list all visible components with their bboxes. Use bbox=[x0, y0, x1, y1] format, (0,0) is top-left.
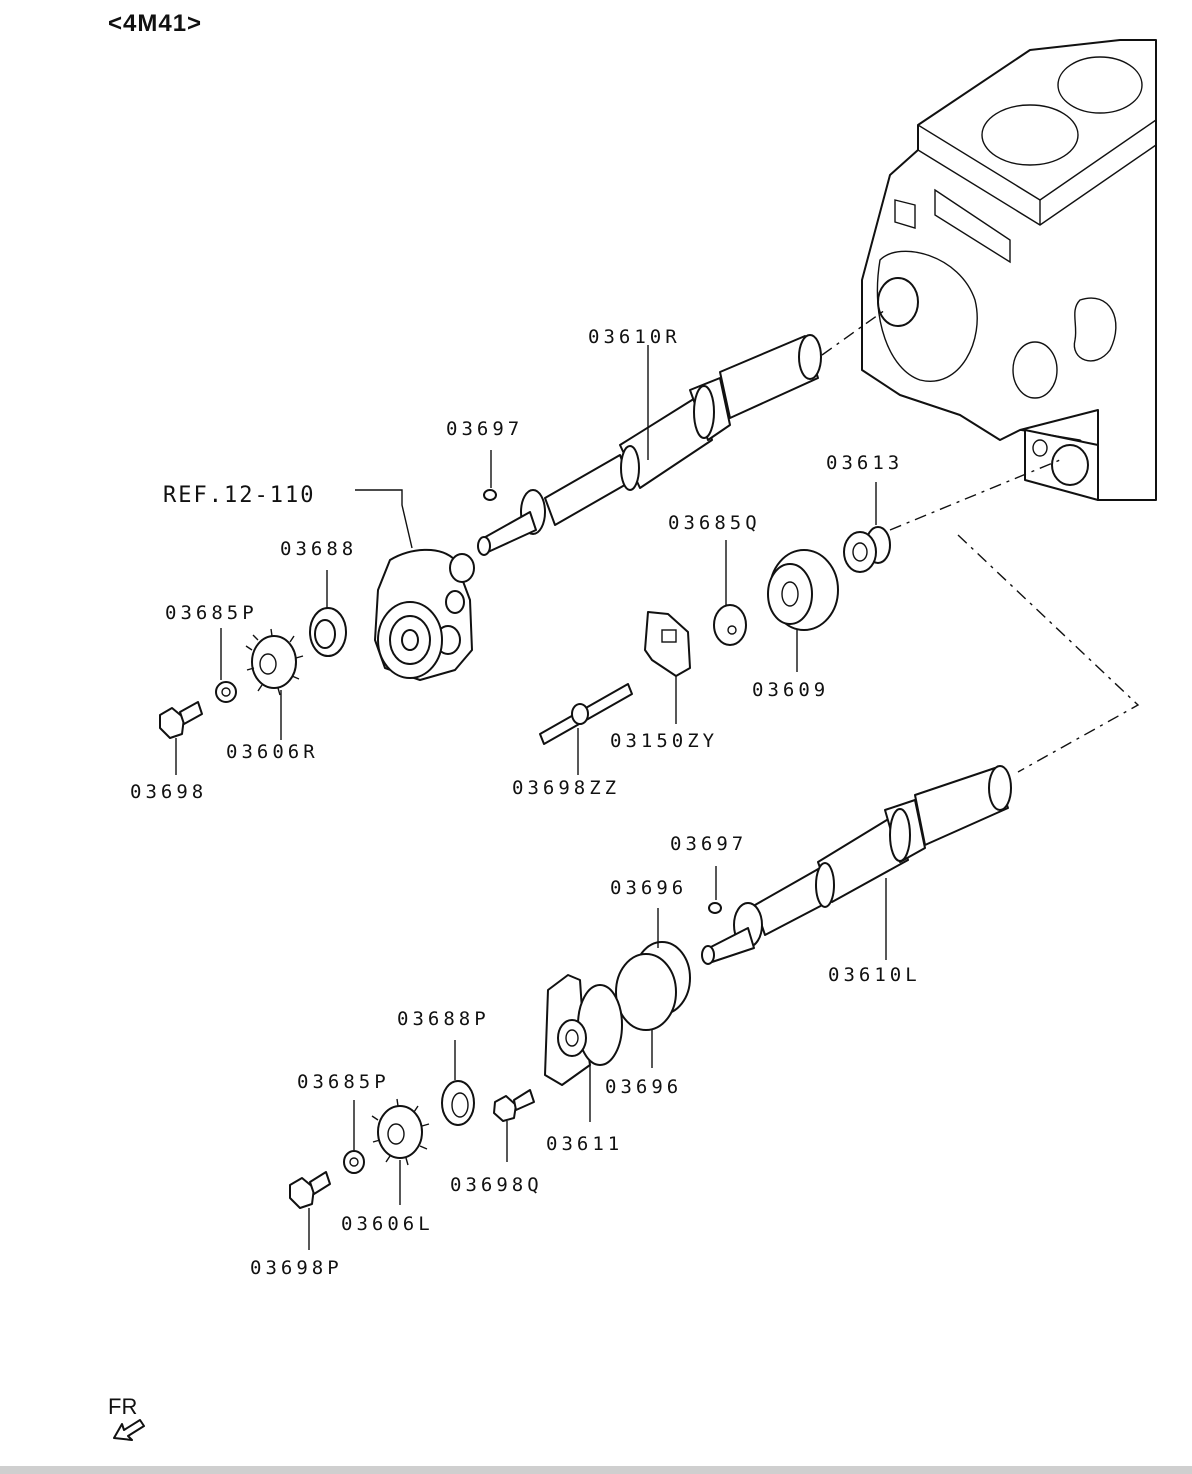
centerline-lower-shaft bbox=[957, 534, 1140, 773]
bolt-03698P bbox=[289, 1171, 331, 1250]
label-03696-top: 03696 bbox=[610, 877, 687, 899]
oil-pump-assembly bbox=[355, 489, 475, 681]
label-03613: 03613 bbox=[826, 452, 903, 474]
oil-seal-03688P bbox=[441, 1040, 475, 1126]
label-03606R: 03606R bbox=[226, 741, 319, 763]
balance-shaft-left bbox=[701, 765, 1012, 965]
plate-03150ZY bbox=[644, 611, 691, 724]
label-03697-bottom: 03697 bbox=[670, 833, 747, 855]
label-03698Q: 03698Q bbox=[450, 1174, 543, 1196]
stud-03698ZZ bbox=[539, 683, 633, 775]
bolt-03698 bbox=[159, 701, 203, 775]
label-03696-bottom: 03696 bbox=[605, 1076, 682, 1098]
o-rings-03696 bbox=[615, 908, 691, 1068]
centerline-idler bbox=[889, 459, 1061, 531]
label-03685P-top: 03685P bbox=[165, 602, 258, 624]
label-03606L: 03606L bbox=[341, 1213, 434, 1235]
oil-seal-03688 bbox=[309, 570, 347, 657]
bearing-housing-03611 bbox=[544, 974, 623, 1122]
label-03688P: 03688P bbox=[397, 1008, 490, 1030]
diagram-title: <4M41> bbox=[108, 10, 203, 37]
bottom-scroll-edge bbox=[0, 1466, 1192, 1474]
label-03610R: 03610R bbox=[588, 326, 681, 348]
balance-shaft-right bbox=[477, 334, 822, 556]
label-03685Q: 03685Q bbox=[668, 512, 761, 534]
orientation-label: FR bbox=[108, 1394, 137, 1419]
gear-03606L bbox=[371, 1098, 430, 1205]
label-03688: 03688 bbox=[280, 538, 357, 560]
label-03611: 03611 bbox=[546, 1133, 623, 1155]
label-03610L: 03610L bbox=[828, 964, 921, 986]
woodruff-key-bottom bbox=[708, 902, 722, 914]
label-03698: 03698 bbox=[130, 781, 207, 803]
gear-03609 bbox=[767, 549, 839, 672]
gear-03606R bbox=[245, 628, 304, 740]
label-03698ZZ: 03698ZZ bbox=[512, 777, 620, 799]
centerline-upper-shaft bbox=[821, 309, 886, 356]
label-03698P: 03698P bbox=[250, 1257, 343, 1279]
washer-03685P-bottom bbox=[343, 1100, 365, 1174]
label-03697-top: 03697 bbox=[446, 418, 523, 440]
thrust-plate-03685Q bbox=[713, 540, 747, 646]
bolt-03698Q bbox=[493, 1089, 535, 1162]
label-03150ZY: 03150ZY bbox=[610, 730, 718, 752]
idler-03613 bbox=[843, 482, 891, 573]
engine-block-drawing bbox=[861, 39, 1157, 501]
label-ref: REF.12-110 bbox=[163, 483, 315, 508]
label-03609: 03609 bbox=[752, 679, 829, 701]
washer-03685P-top bbox=[215, 628, 237, 703]
front-arrow-icon bbox=[113, 1419, 145, 1441]
woodruff-key-top bbox=[483, 489, 497, 501]
label-03685P-bottom: 03685P bbox=[297, 1071, 390, 1093]
